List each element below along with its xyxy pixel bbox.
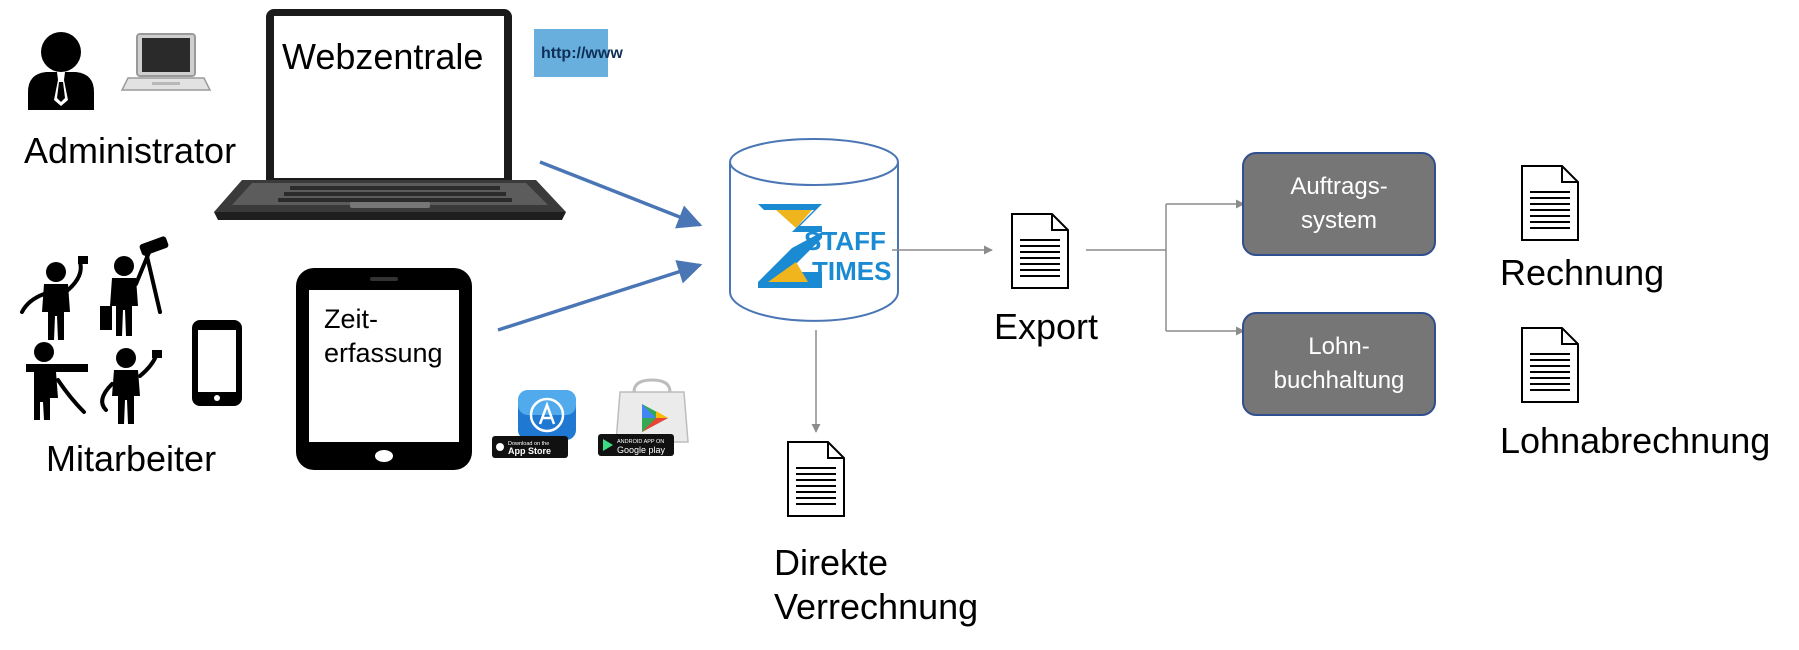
logo-times-text: TIMES (812, 256, 891, 286)
url-badge: http://www (534, 29, 623, 77)
tablet-label-line1: Zeit- (324, 304, 378, 334)
document-icon (787, 441, 845, 517)
payroll-box: Lohn- buchhaltung (1242, 312, 1436, 416)
payslip-label: Lohnabrechnung (1500, 420, 1771, 461)
url-badge-text: http://www (541, 45, 623, 62)
invoice-label: Rechnung (1500, 252, 1665, 293)
web-portal-label: Webzentrale (282, 36, 484, 77)
payroll-line2: buchhaltung (1273, 367, 1405, 394)
order-system-box: Auftrags- system (1242, 152, 1436, 256)
admin-to-db-arrow (539, 160, 703, 229)
businessman-icon (28, 32, 94, 110)
staff-times-logo: STAFF TIMES (758, 204, 891, 288)
direct-billing-line1: Direkte (774, 542, 889, 583)
tablet-label-line2: erfassung (324, 338, 443, 368)
smartphone-icon (192, 320, 242, 406)
direct-billing-line2: Verrechnung (774, 586, 979, 627)
laptop-icon (214, 9, 566, 220)
tablet-icon (296, 268, 472, 470)
google-play-big-text: Google play (617, 445, 666, 455)
google-play-badge: ANDROID APP ON Google play (598, 378, 689, 456)
document-icon (1521, 165, 1579, 241)
logo-staff-text: STAFF (804, 226, 886, 256)
order-system-line1: Auftrags- (1290, 173, 1388, 200)
app-store-small-text: Download on the (508, 441, 549, 447)
document-icon (1521, 327, 1579, 403)
order-system-line2: system (1300, 207, 1377, 234)
workers-icon (20, 236, 169, 424)
document-icon (1011, 213, 1069, 289)
laptop-small-icon (120, 33, 212, 91)
google-play-small-text: ANDROID APP ON (617, 439, 664, 445)
app-store-badge: Download on the App Store (492, 390, 576, 458)
employees-label: Mitarbeiter (46, 438, 217, 479)
app-store-big-text: App Store (508, 446, 551, 456)
payroll-line1: Lohn- (1308, 333, 1370, 360)
export-label: Export (994, 306, 1099, 347)
employee-to-db-arrow (497, 260, 703, 332)
administrator-label: Administrator (24, 130, 237, 171)
